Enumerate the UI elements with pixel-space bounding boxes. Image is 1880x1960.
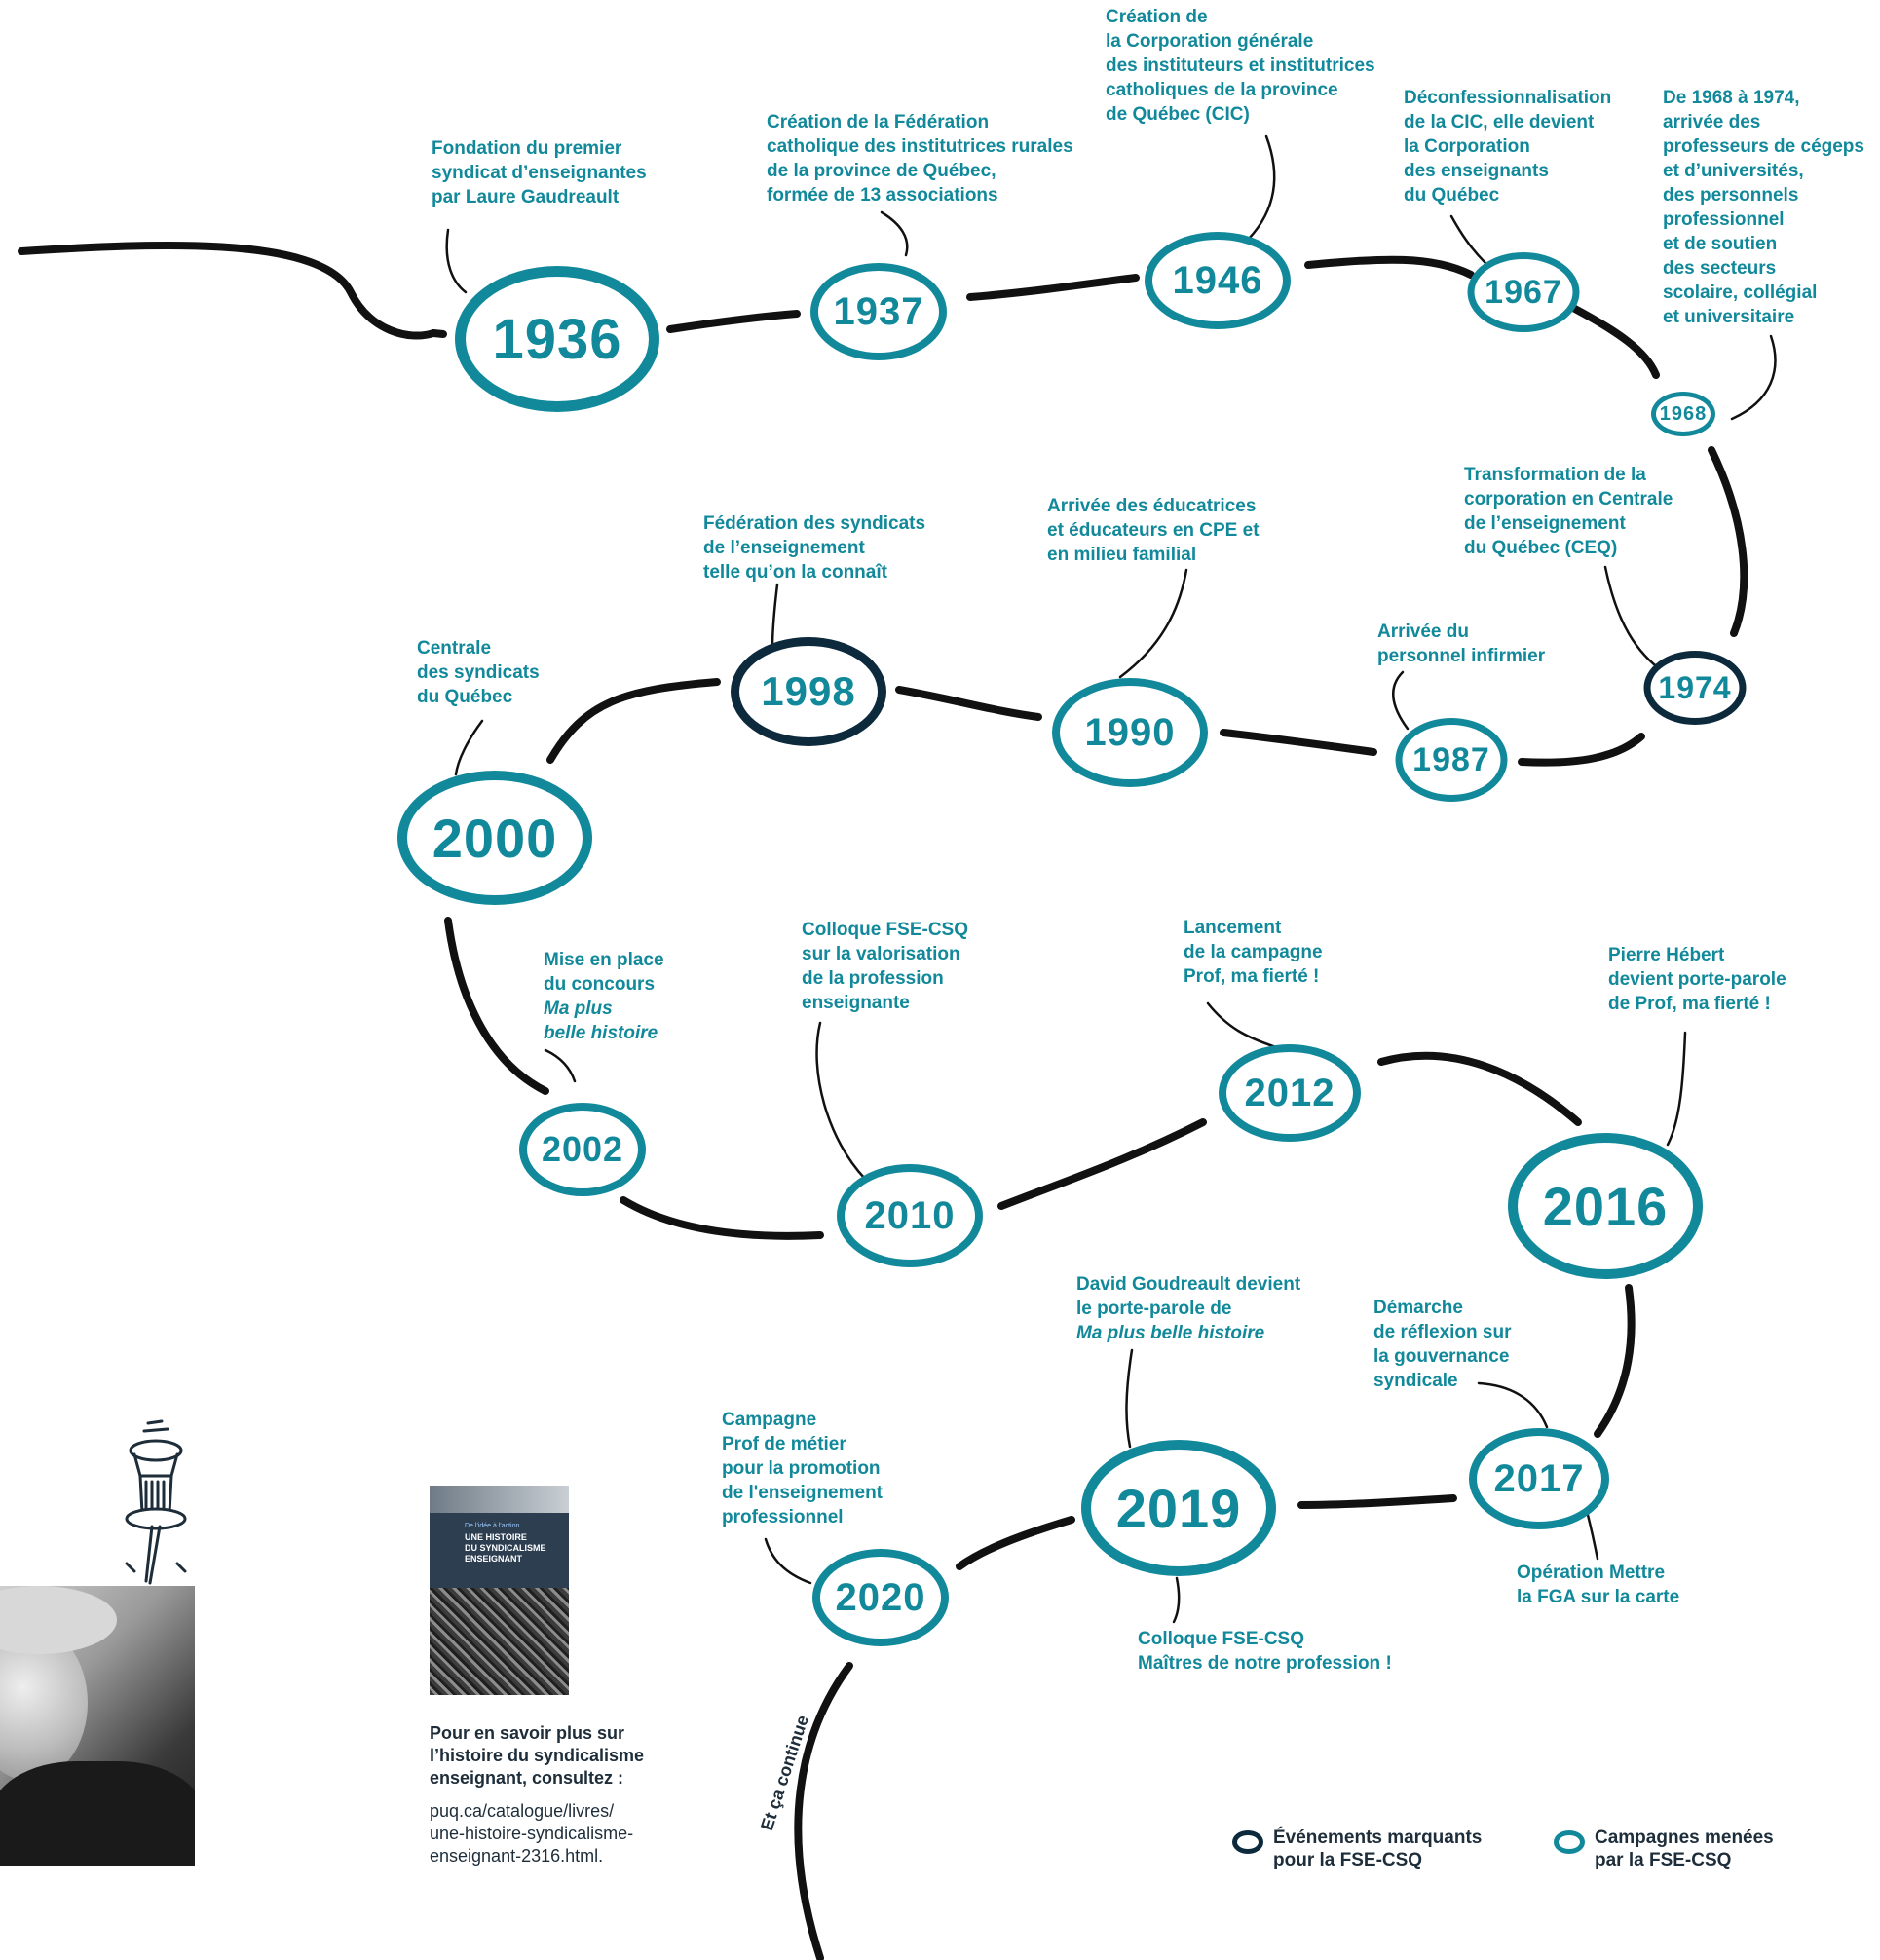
node-2020[interactable]: 2020 <box>812 1549 949 1646</box>
note-2010: Colloque FSE-CSQ sur la valorisation de … <box>802 920 968 1013</box>
node-2002[interactable]: 2002 <box>519 1103 646 1196</box>
pointer-1987 <box>1392 670 1410 731</box>
note-1946: Création de la Corporation générale des … <box>1106 7 1375 125</box>
note-2019-bottom: Colloque FSE-CSQ Maîtres de notre profes… <box>1138 1629 1392 1674</box>
connector-1967-1968 <box>1569 304 1660 379</box>
pointer-2017b <box>1586 1513 1599 1561</box>
node-1967[interactable]: 1967 <box>1467 252 1580 332</box>
portrait-hair <box>0 1586 117 1654</box>
node-1990[interactable]: 1990 <box>1052 678 1208 787</box>
legend-milestone: Événements marquants pour la FSE-CSQ <box>1232 1827 1482 1871</box>
pointer-1936 <box>445 228 468 294</box>
ring-campaign <box>455 266 659 412</box>
connector-1968-1974 <box>1708 446 1748 637</box>
connector-1936-pre <box>430 329 447 338</box>
note-2017-bottom: Opération Mettre la FGA sur la carte <box>1517 1563 1680 1607</box>
node-1998[interactable]: 1998 <box>731 637 886 746</box>
connector-2000-2002 <box>444 917 549 1095</box>
note-1937: Création de la Fédération catholique des… <box>767 112 1073 206</box>
note-2000: Centrale des syndicats du Québec <box>417 638 540 707</box>
book-cover-image: De l'idée à l'action UNE HISTOIRE DU SYN… <box>430 1486 569 1695</box>
book-top-label: De l'idée à l'action <box>465 1523 520 1529</box>
connector-2002-2010 <box>620 1196 824 1240</box>
note-2019-top: David Goudreault devient le porte-parole… <box>1076 1274 1301 1343</box>
connector-1987-1990 <box>1220 729 1377 756</box>
connector-1946-1967 <box>1304 255 1475 279</box>
book-title-line-3: ENSEIGNANT <box>465 1554 523 1564</box>
legend-campaign: Campagnes menées par la FSE-CSQ <box>1554 1827 1774 1871</box>
book-title-line-1: UNE HISTOIRE <box>465 1532 527 1542</box>
pointer-1946 <box>1247 134 1276 241</box>
pointer-2019a <box>1125 1348 1134 1449</box>
pointer-2000 <box>454 719 484 776</box>
book-title-line-2: DU SYNDICALISME <box>465 1543 546 1553</box>
milestone-ring-icon <box>1232 1830 1263 1854</box>
note-1967: Déconfessionnalisation de la CIC, elle d… <box>1404 88 1612 206</box>
note-1998: Fédération des syndicats de l’enseigneme… <box>703 513 926 583</box>
pointer-2019b <box>1172 1576 1181 1624</box>
note-2012: Lancement de la campagne Prof, ma fierté… <box>1184 918 1323 987</box>
pointer-2012 <box>1206 1001 1278 1049</box>
node-1987[interactable]: 1987 <box>1395 718 1508 802</box>
node-1936[interactable]: 1936 <box>455 266 659 412</box>
pushpin-icon <box>125 1419 187 1597</box>
pointer-1967 <box>1449 214 1487 265</box>
node-2000[interactable]: 2000 <box>397 771 592 905</box>
note-1968: De 1968 à 1974, arrivée des professeurs … <box>1663 88 1864 327</box>
note-1974: Transformation de la corporation en Cent… <box>1464 465 1673 558</box>
connector-1990-1998 <box>895 686 1042 721</box>
node-2019[interactable]: 2019 <box>1081 1440 1276 1576</box>
connector-1937-1946 <box>966 274 1140 301</box>
year-label: 1936 <box>492 307 622 371</box>
node-2017[interactable]: 2017 <box>1469 1428 1609 1529</box>
pointer-2020 <box>764 1537 812 1585</box>
more-info-heading: Pour en savoir plus sur l’histoire du sy… <box>430 1723 645 1788</box>
connector-2019-2020 <box>956 1516 1075 1570</box>
pointer-2017a <box>1477 1381 1549 1429</box>
connector-2017-2019 <box>1297 1494 1457 1509</box>
pointer-1937 <box>880 210 909 257</box>
pointer-2010 <box>815 1021 867 1181</box>
node-1946[interactable]: 1946 <box>1145 232 1291 329</box>
node-1968[interactable]: 1968 <box>1651 392 1715 436</box>
note-2016: Pierre Hébert devient porte-parole de Pr… <box>1608 945 1786 1014</box>
note-1987: Arrivée du personnel infirmier <box>1377 622 1546 666</box>
note-1990: Arrivée des éducatrices et éducateurs en… <box>1047 496 1260 565</box>
connector-2012-2016 <box>1377 1051 1582 1126</box>
campaign-ring-icon <box>1554 1830 1585 1854</box>
node-2012[interactable]: 2012 <box>1219 1044 1361 1142</box>
node-2016[interactable]: 2016 <box>1508 1133 1703 1279</box>
connector-1998-2000 <box>546 678 721 764</box>
more-info-link[interactable]: puq.ca/catalogue/livres/ une-histoire-sy… <box>430 1801 634 1866</box>
node-1937[interactable]: 1937 <box>810 263 947 360</box>
portrait-photo <box>0 1586 195 1866</box>
connector-2010-2012 <box>997 1118 1207 1210</box>
book-photo-crowd <box>430 1588 569 1695</box>
connector-2016-2017 <box>1594 1284 1636 1438</box>
connector-end <box>794 1662 853 1960</box>
node-1974[interactable]: 1974 <box>1643 651 1747 725</box>
book-header-band <box>430 1486 569 1513</box>
note-2002: Mise en place du concours Ma plus belle … <box>544 950 664 1043</box>
connector-1936-1937 <box>666 310 801 333</box>
note-2017-top: Démarche de réflexion sur la gouvernance… <box>1373 1298 1512 1391</box>
pointer-2002 <box>544 1048 577 1083</box>
note-2020: Campagne Prof de métier pour la promotio… <box>722 1410 884 1527</box>
note-1936: Fondation du premier syndicat d’enseigna… <box>432 138 647 207</box>
pointer-1990 <box>1118 568 1188 679</box>
connector-start <box>18 241 437 340</box>
pointer-2016 <box>1666 1031 1687 1147</box>
node-2010[interactable]: 2010 <box>837 1164 983 1267</box>
connector-1974-1987 <box>1518 733 1645 767</box>
pointer-1968 <box>1730 334 1777 421</box>
portrait-body <box>0 1761 195 1866</box>
